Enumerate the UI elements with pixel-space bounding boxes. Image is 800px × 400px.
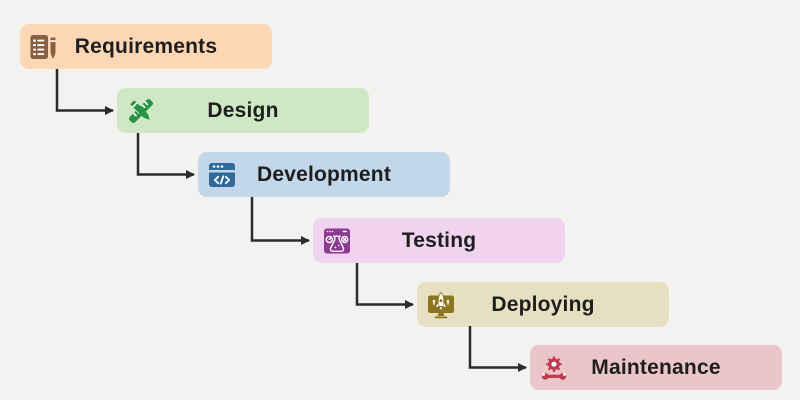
arrow-requirements-to-design <box>55 69 114 115</box>
deploying-rocket-monitor-icon <box>426 290 456 320</box>
step-deploying: Deploying <box>417 282 669 327</box>
step-label: Design <box>207 98 279 122</box>
step-label: Development <box>256 162 392 186</box>
requirements-document-icon <box>29 32 59 62</box>
step-development: Development <box>198 152 450 197</box>
step-testing: Testing <box>313 218 565 263</box>
step-design: Design <box>117 88 369 133</box>
step-label: Requirements <box>74 34 218 58</box>
testing-flask-window-icon <box>322 226 352 256</box>
arrow-design-to-development <box>136 133 195 179</box>
step-label: Maintenance <box>591 355 721 379</box>
step-requirements: Requirements <box>20 24 272 69</box>
development-code-window-icon <box>207 160 237 190</box>
arrow-testing-to-deploying <box>355 263 414 309</box>
step-label: Testing <box>401 228 477 252</box>
step-label: Deploying <box>491 292 595 316</box>
maintenance-gear-wrench-icon <box>539 353 569 383</box>
arrow-deploying-to-maintenance <box>468 326 527 372</box>
design-ruler-pencil-icon <box>126 96 156 126</box>
step-maintenance: Maintenance <box>530 345 782 390</box>
arrow-development-to-testing <box>250 197 310 245</box>
